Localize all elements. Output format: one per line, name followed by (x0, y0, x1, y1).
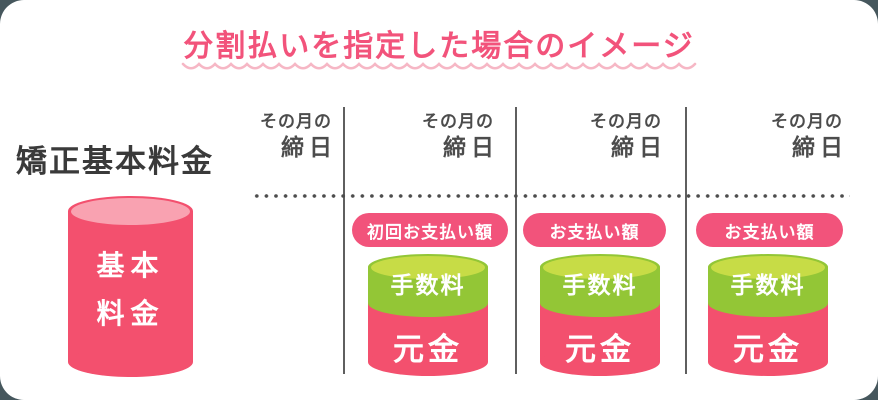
left-heading: 矯正基本料金 (16, 144, 214, 179)
fee-top-shape (371, 256, 485, 279)
principal-bottom-shape (368, 348, 488, 376)
payment-badge-2: お支払い額 (523, 213, 666, 247)
basic-fee-label: 基本 料金 (68, 242, 193, 338)
column-header-line1: その月の (260, 112, 332, 131)
column-header-3: その月の 締日 (590, 111, 662, 161)
principal-bottom-shape (708, 348, 828, 376)
cylinder-bottom-shape (68, 347, 193, 377)
cylinder-body-shape (68, 211, 193, 362)
column-divider-2 (515, 107, 517, 374)
payment-cylinder-3: 手数料 元金 (708, 254, 828, 376)
column-header-line1: その月の (771, 112, 843, 131)
column-header-line2: 締日 (792, 134, 848, 160)
column-header-line2: 締日 (281, 134, 337, 160)
column-header-2: その月の 締日 (422, 111, 494, 161)
fee-label: 手数料 (390, 272, 466, 298)
column-header-4: その月の 締日 (771, 111, 843, 161)
fee-label: 手数料 (730, 272, 806, 298)
basic-fee-label-line1: 基本 (96, 250, 165, 281)
payment-cylinder-2: 手数料 元金 (540, 254, 660, 376)
payment-badge-first: 初回お支払い額 (352, 213, 508, 247)
basic-fee-cylinder: 基本 料金 (68, 196, 193, 377)
basic-fee-label-line2: 料金 (96, 298, 165, 329)
column-header-1: その月の 締日 (260, 111, 332, 161)
column-header-line1: その月の (590, 112, 662, 131)
payment-badge-3: お支払い額 (696, 213, 843, 247)
principal-bottom-shape (540, 348, 660, 376)
column-header-line2: 締日 (443, 134, 499, 160)
column-header-line2: 締日 (611, 134, 667, 160)
fee-top-shape (711, 256, 825, 279)
payment-cylinder-1: 手数料 元金 (368, 254, 488, 376)
principal-label: 元金 (565, 332, 635, 367)
fee-top-shape (543, 256, 657, 279)
fee-label: 手数料 (562, 272, 638, 298)
column-header-line1: その月の (422, 112, 494, 131)
page-title: 分割払いを指定した場合のイメージ (183, 30, 695, 63)
principal-label: 元金 (733, 332, 803, 367)
wavy-underline-decoration (181, 62, 697, 70)
column-divider-1 (343, 107, 345, 374)
principal-label: 元金 (393, 332, 463, 367)
column-divider-3 (685, 107, 687, 374)
cylinder-top-shape (71, 198, 190, 225)
dotted-timeline (252, 194, 850, 198)
